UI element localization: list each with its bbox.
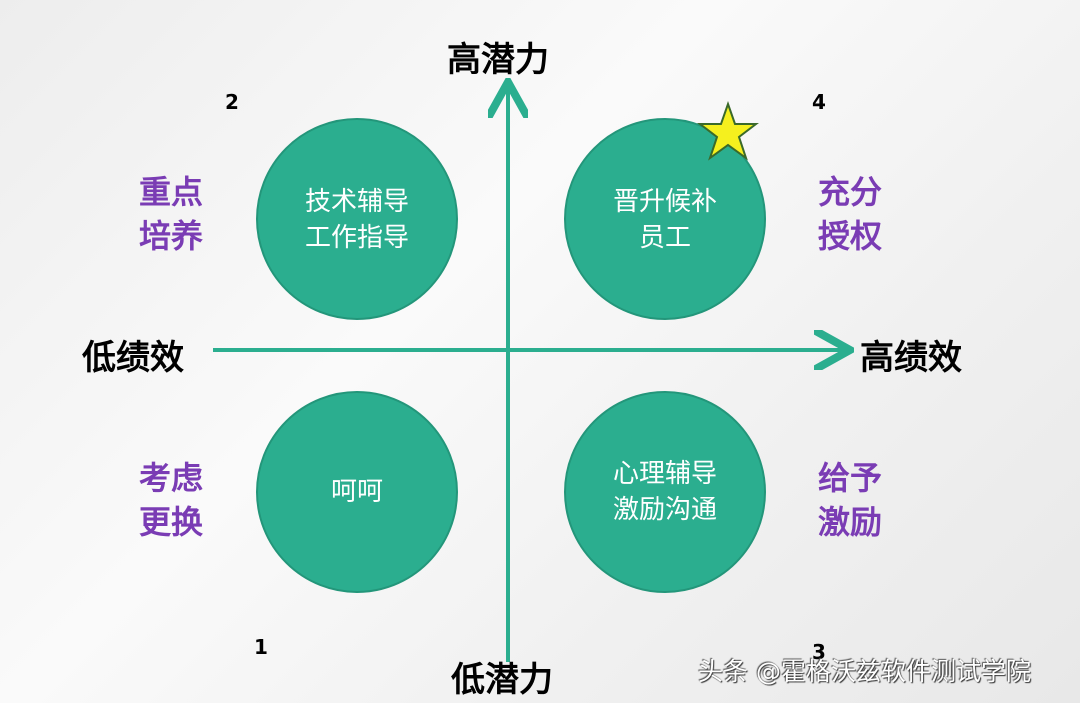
star-icon xyxy=(697,100,759,161)
action-label-q2: 重点培养 xyxy=(138,173,203,255)
circle-text-q4: 晋升候补员工 xyxy=(612,187,717,253)
watermark: 头条 @霍格沃兹软件测试学院 xyxy=(698,657,1031,686)
circle-q3 xyxy=(564,391,766,593)
action-label-q1: 考虑更换 xyxy=(138,459,203,541)
circle-text-q2: 技术辅导工作指导 xyxy=(304,187,409,253)
axis-label-high-performance: 高绩效 xyxy=(860,338,962,378)
circle-q1 xyxy=(256,391,458,593)
quadrant-number: 1 xyxy=(254,635,268,659)
circle-text-q1: 呵呵 xyxy=(330,477,383,507)
circle-q2 xyxy=(256,118,458,320)
quadrant-number: 2 xyxy=(225,90,239,114)
axis-label-low-performance: 低绩效 xyxy=(82,338,184,378)
action-label-q4: 充分授权 xyxy=(817,173,882,255)
axis-label-low-potential: 低潜力 xyxy=(451,660,553,700)
circle-q4 xyxy=(564,118,766,320)
quadrant-number: 3 xyxy=(812,640,826,664)
circle-text-q3: 心理辅导激励沟通 xyxy=(612,459,717,525)
axis-label-high-potential: 高潜力 xyxy=(447,40,549,80)
action-label-q3: 给予激励 xyxy=(817,459,882,541)
quadrant-number: 4 xyxy=(812,90,826,114)
